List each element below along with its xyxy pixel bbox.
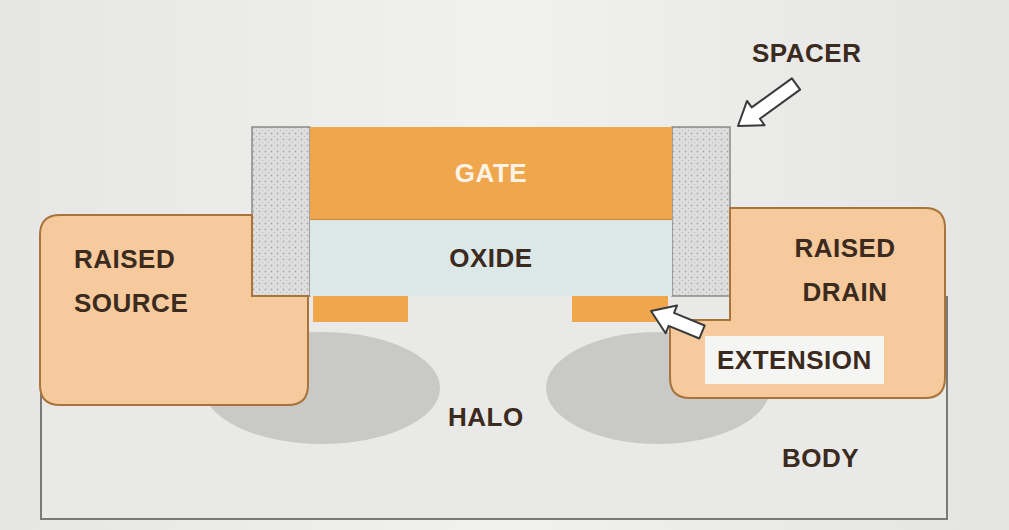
part-label: HALO [448,402,524,433]
region-label: RAISED SOURCE [74,237,244,325]
extension-implant [572,296,668,322]
spacer [252,127,310,296]
extension-implant [313,296,408,322]
region-label: GATE [455,151,527,195]
region-label: EXTENSION [717,340,872,380]
oxide-layer: OXIDE [310,220,672,296]
region-label: RAISED DRAIN [770,226,920,314]
callout-arrow [738,78,800,126]
part-label: SPACER [752,38,861,69]
spacer [672,127,730,296]
region-label: OXIDE [449,236,532,280]
gate-region: GATE [310,127,672,220]
extension-callout: EXTENSION [705,336,884,384]
raised-source: RAISED SOURCE [40,215,308,405]
region-label: BODY [782,436,859,480]
callout-arrow [651,306,705,339]
